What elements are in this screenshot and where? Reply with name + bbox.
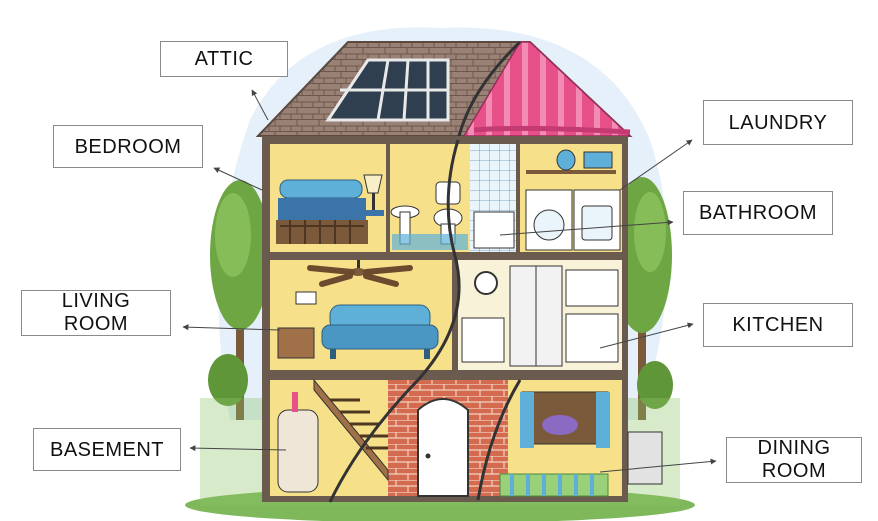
stove: [566, 314, 618, 362]
label-kitchen: KITCHEN: [703, 303, 853, 347]
front-door: [418, 399, 468, 496]
side-table: [278, 328, 314, 358]
cabinet: [566, 270, 618, 306]
label-bedroom: BEDROOM: [53, 125, 203, 168]
label-dining-room: DINING ROOM: [726, 437, 862, 483]
dryer: [574, 190, 620, 250]
bathtub: [474, 212, 514, 248]
bed: [276, 180, 368, 244]
ac-unit: [628, 432, 662, 484]
label-attic: ATTIC: [160, 41, 288, 77]
wall-outlet: [296, 292, 316, 304]
label-basement: BASEMENT: [33, 428, 181, 471]
jar: [557, 150, 575, 170]
label-living-room: LIVING ROOM: [21, 290, 171, 336]
clock: [475, 272, 497, 294]
label-bathroom: BATHROOM: [683, 191, 833, 235]
washing-machine: [526, 190, 572, 250]
dishwasher: [462, 318, 504, 362]
label-laundry: LAUNDRY: [703, 100, 853, 145]
